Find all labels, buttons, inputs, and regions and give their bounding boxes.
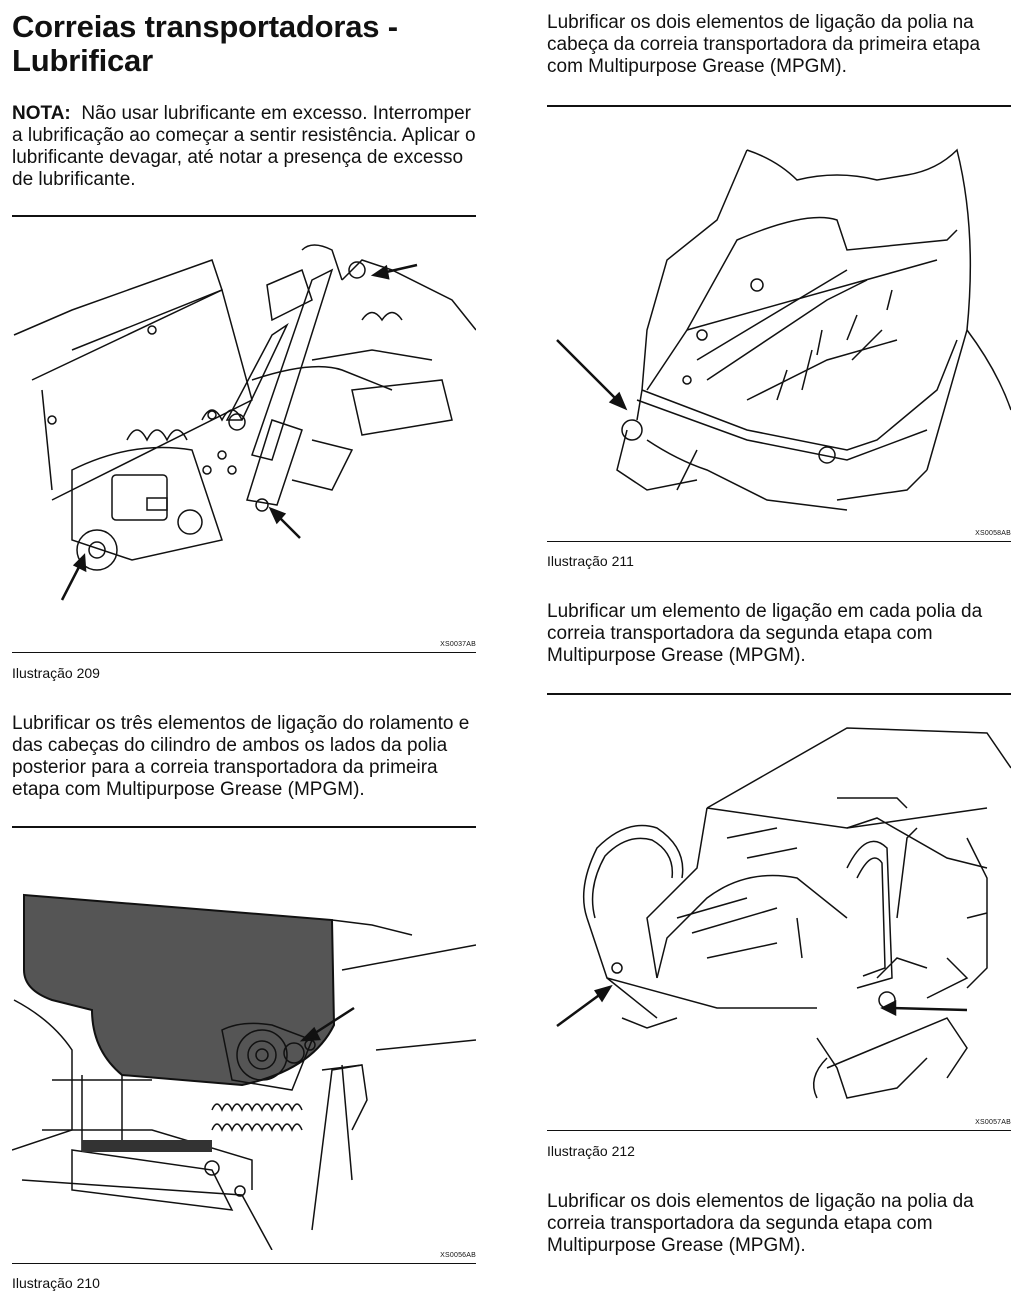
figure-210-rule [12,1263,476,1264]
note-text: Não usar lubrificante em excesso. Interr… [12,103,476,190]
paragraph-209: Lubrificar os três elementos de ligação … [12,713,470,800]
figure-210-illustration [12,850,476,1250]
figure-209-illustration [12,240,476,640]
figure-212-code: XS0057AB [975,1119,1011,1126]
note-block: NOTA: Não usar lubrificante em excesso. … [12,103,476,191]
figure-209-caption: Ilustração 209 [12,665,100,681]
paragraph-212: Lubrificar os dois elementos de ligação … [547,1191,974,1256]
figure-212-rule [547,1130,1011,1131]
divider [547,693,1011,695]
figure-209-code: XS0037AB [440,641,476,648]
figure-211-caption: Ilustração 211 [547,553,634,569]
divider [547,105,1011,107]
figure-211-rule [547,541,1011,542]
figure-211-illustration [547,130,1011,528]
divider [12,826,476,828]
divider [12,215,476,217]
paragraph-top-right: Lubrificar os dois elementos de ligação … [547,12,981,77]
note-label: NOTA: [12,103,71,124]
page-title: Correias transportadoras - Lubrificar [12,9,398,78]
paragraph-211: Lubrificar um elemento de ligação em cad… [547,601,983,666]
figure-209-rule [12,652,476,653]
figure-211-code: XS0058AB [975,530,1011,537]
figure-212-caption: Ilustração 212 [547,1143,635,1159]
figure-210-caption: Ilustração 210 [12,1275,100,1291]
figure-210-code: XS0056AB [440,1252,476,1259]
figure-212-illustration [547,718,1011,1118]
